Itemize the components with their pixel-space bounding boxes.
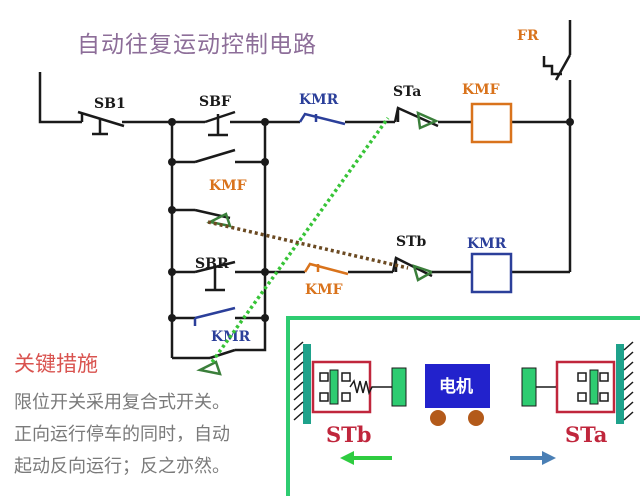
kmf-hold-label: KMF xyxy=(209,178,247,194)
main-wiring xyxy=(38,20,572,360)
kmf-interlock-label: KMF xyxy=(305,282,343,298)
kmr-coil-label: KMR xyxy=(467,236,507,252)
motor-cart xyxy=(425,364,490,426)
kmf-coil xyxy=(470,102,513,144)
key-note-line-3: 起动反向运行；反之亦然。 xyxy=(14,456,230,477)
mechanism-frame xyxy=(286,316,640,496)
stb-label: STb xyxy=(396,234,427,250)
kmf-coil-label: KMF xyxy=(462,82,500,98)
sbr-label: SBR xyxy=(195,256,229,272)
kmr-interlock-contact xyxy=(298,112,346,126)
stb-nc-contact xyxy=(391,256,472,282)
sta-nc-contact xyxy=(393,106,472,130)
sbf-label: SBF xyxy=(199,94,231,110)
sb1-label: SB1 xyxy=(94,96,126,112)
sbr-button xyxy=(194,260,236,292)
sta-no-contact xyxy=(196,318,267,376)
kmr-top-label: KMR xyxy=(299,92,339,108)
motor-label: 电机 xyxy=(439,376,473,397)
kmf-interlock-contact xyxy=(303,262,349,276)
right-wall xyxy=(616,341,634,424)
stb-switch-label: STb xyxy=(326,422,371,447)
kmf-hold-contact xyxy=(194,148,236,164)
key-measures-heading: 关键措施 xyxy=(14,352,98,376)
stb-limit-switch xyxy=(311,360,407,414)
sta-switch-label: STa xyxy=(565,422,608,447)
sta-label: STa xyxy=(393,84,421,100)
fr-label: FR xyxy=(517,28,539,44)
key-note-line-1: 限位开关采用复合式开关。 xyxy=(14,392,230,413)
junction-dots xyxy=(168,118,574,322)
diagram-title: 自动往复运动控制电路 xyxy=(77,32,317,58)
stb-no-contact xyxy=(194,208,232,228)
kmr-coil xyxy=(470,252,513,294)
sb1-stop-button xyxy=(77,110,125,136)
fr-thermal-contact xyxy=(542,54,572,81)
kmf-stb-linkage-line xyxy=(207,220,409,270)
arrow-left-icon xyxy=(340,451,392,465)
kmr-hold-contact xyxy=(193,306,236,326)
sta-linkage-line xyxy=(210,116,390,364)
sta-limit-switch xyxy=(521,360,616,414)
arrow-right-icon xyxy=(510,451,556,465)
sbf-button xyxy=(204,110,236,137)
key-note-line-2: 正向运行停车的同时，自动 xyxy=(14,424,230,445)
left-wall xyxy=(293,341,311,424)
